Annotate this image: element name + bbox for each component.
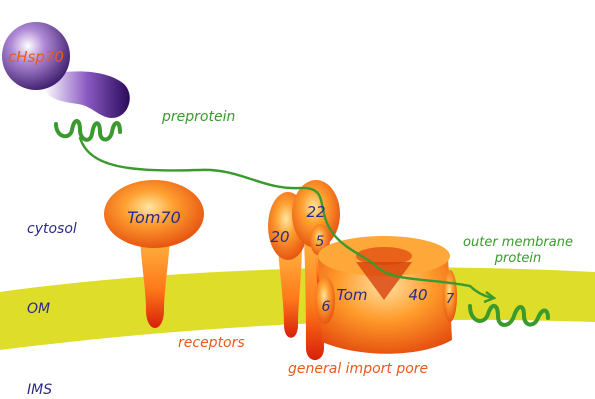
outer-membrane-protein-label-line1: outer membrane xyxy=(463,235,573,250)
tom20-label: 20 xyxy=(270,228,289,246)
cytosol-label: cytosol xyxy=(27,221,77,237)
tom5-label: 5 xyxy=(316,234,325,250)
preprotein-label: preprotein xyxy=(161,109,235,125)
chsp70-label: cHsp70 xyxy=(8,48,64,66)
general-import-pore-label: general import pore xyxy=(288,361,428,377)
outer-membrane-protein-label-line2: protein xyxy=(494,251,542,266)
om-label: OM xyxy=(27,301,50,317)
receptors-label: receptors xyxy=(178,335,245,351)
preprotein-helix xyxy=(56,121,120,140)
tom70-label: Tom70 xyxy=(127,208,181,227)
tom7-label: 7 xyxy=(446,292,455,307)
tom6-label: 6 xyxy=(322,299,331,315)
ims-label: IMS xyxy=(27,382,52,398)
chsp70-chaperone xyxy=(2,22,130,118)
tom-pore-label: Tom xyxy=(336,286,367,304)
tom40-label: 40 xyxy=(408,286,427,304)
tom22-label: 22 xyxy=(306,203,325,221)
